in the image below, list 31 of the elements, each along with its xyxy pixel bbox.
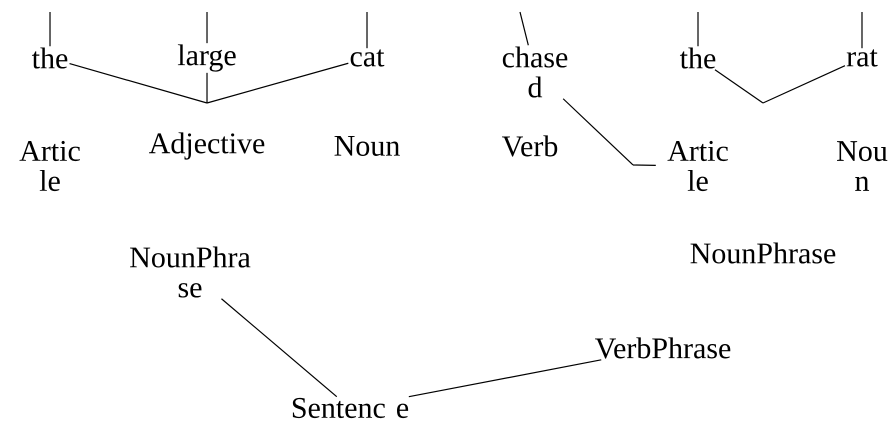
- tree-line: [714, 69, 764, 104]
- category-label: Artic le: [667, 140, 728, 192]
- tree-line: [519, 12, 529, 46]
- word-label: the: [32, 47, 68, 69]
- category-label: NounPhrase: [690, 242, 836, 264]
- category-label: VerbPhrase: [595, 337, 730, 359]
- category-label: NounPhra se: [130, 246, 250, 298]
- word-label: chase d: [502, 46, 568, 98]
- tree-line: [49, 12, 51, 46]
- category-label: Sentenc e: [292, 398, 408, 418]
- tree-line: [762, 65, 846, 104]
- tree-line: [366, 12, 368, 48]
- category-label: Noun: [334, 136, 400, 156]
- tree-line: [408, 359, 602, 398]
- tree-line: [206, 62, 348, 104]
- category-label: Verb: [502, 135, 558, 157]
- word-label: rat: [846, 49, 878, 67]
- category-label: Nou n: [837, 141, 888, 191]
- tree-line: [221, 298, 338, 398]
- tree-line: [861, 12, 863, 48]
- word-label: large: [178, 44, 236, 72]
- tree-line: [562, 98, 634, 166]
- category-label: Adjective: [149, 132, 264, 160]
- tree-line: [206, 12, 208, 44]
- tree-line: [633, 164, 656, 166]
- category-label: Artic le: [20, 140, 80, 192]
- word-label: the: [680, 47, 716, 69]
- tree-line: [697, 12, 699, 46]
- tree-line: [69, 63, 208, 104]
- word-label: cat: [350, 49, 384, 67]
- tree-line: [206, 72, 208, 103]
